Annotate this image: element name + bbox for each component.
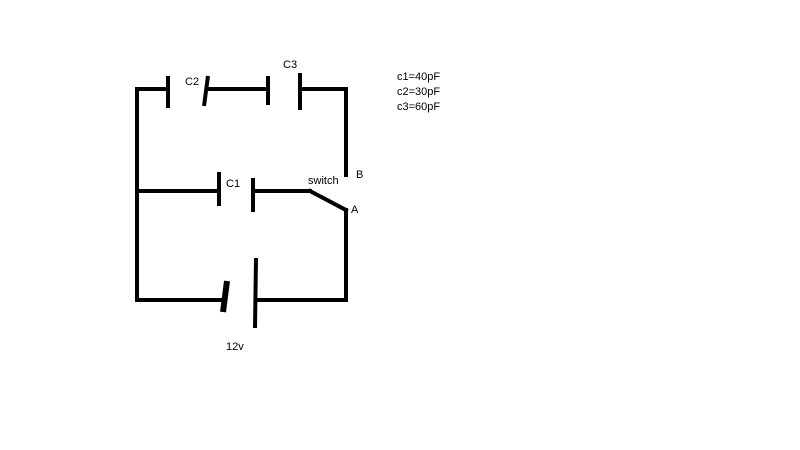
battery — [220, 257, 258, 329]
value-c3: c3=60pF — [397, 101, 441, 113]
capacitance-values: c1=40pF c2=30pF c3=60pF — [397, 70, 440, 115]
label-switch: switch — [308, 175, 339, 187]
value-c1: c1=40pF — [397, 71, 441, 83]
label-battery-voltage: 12v — [226, 341, 244, 353]
capacitor-c1 — [217, 172, 255, 212]
label-terminal-b: B — [356, 169, 364, 181]
switch — [307, 188, 349, 213]
label-c3: C3 — [283, 59, 298, 71]
label-terminal-a: A — [351, 204, 359, 216]
capacitor-c3 — [266, 73, 302, 110]
wire-bottom — [254, 208, 348, 302]
value-c2: c2=30pF — [397, 86, 441, 98]
wire-top — [135, 87, 348, 302]
label-c1: C1 — [226, 178, 241, 190]
label-c2: C2 — [185, 76, 200, 88]
capacitor-c2 — [166, 75, 210, 108]
